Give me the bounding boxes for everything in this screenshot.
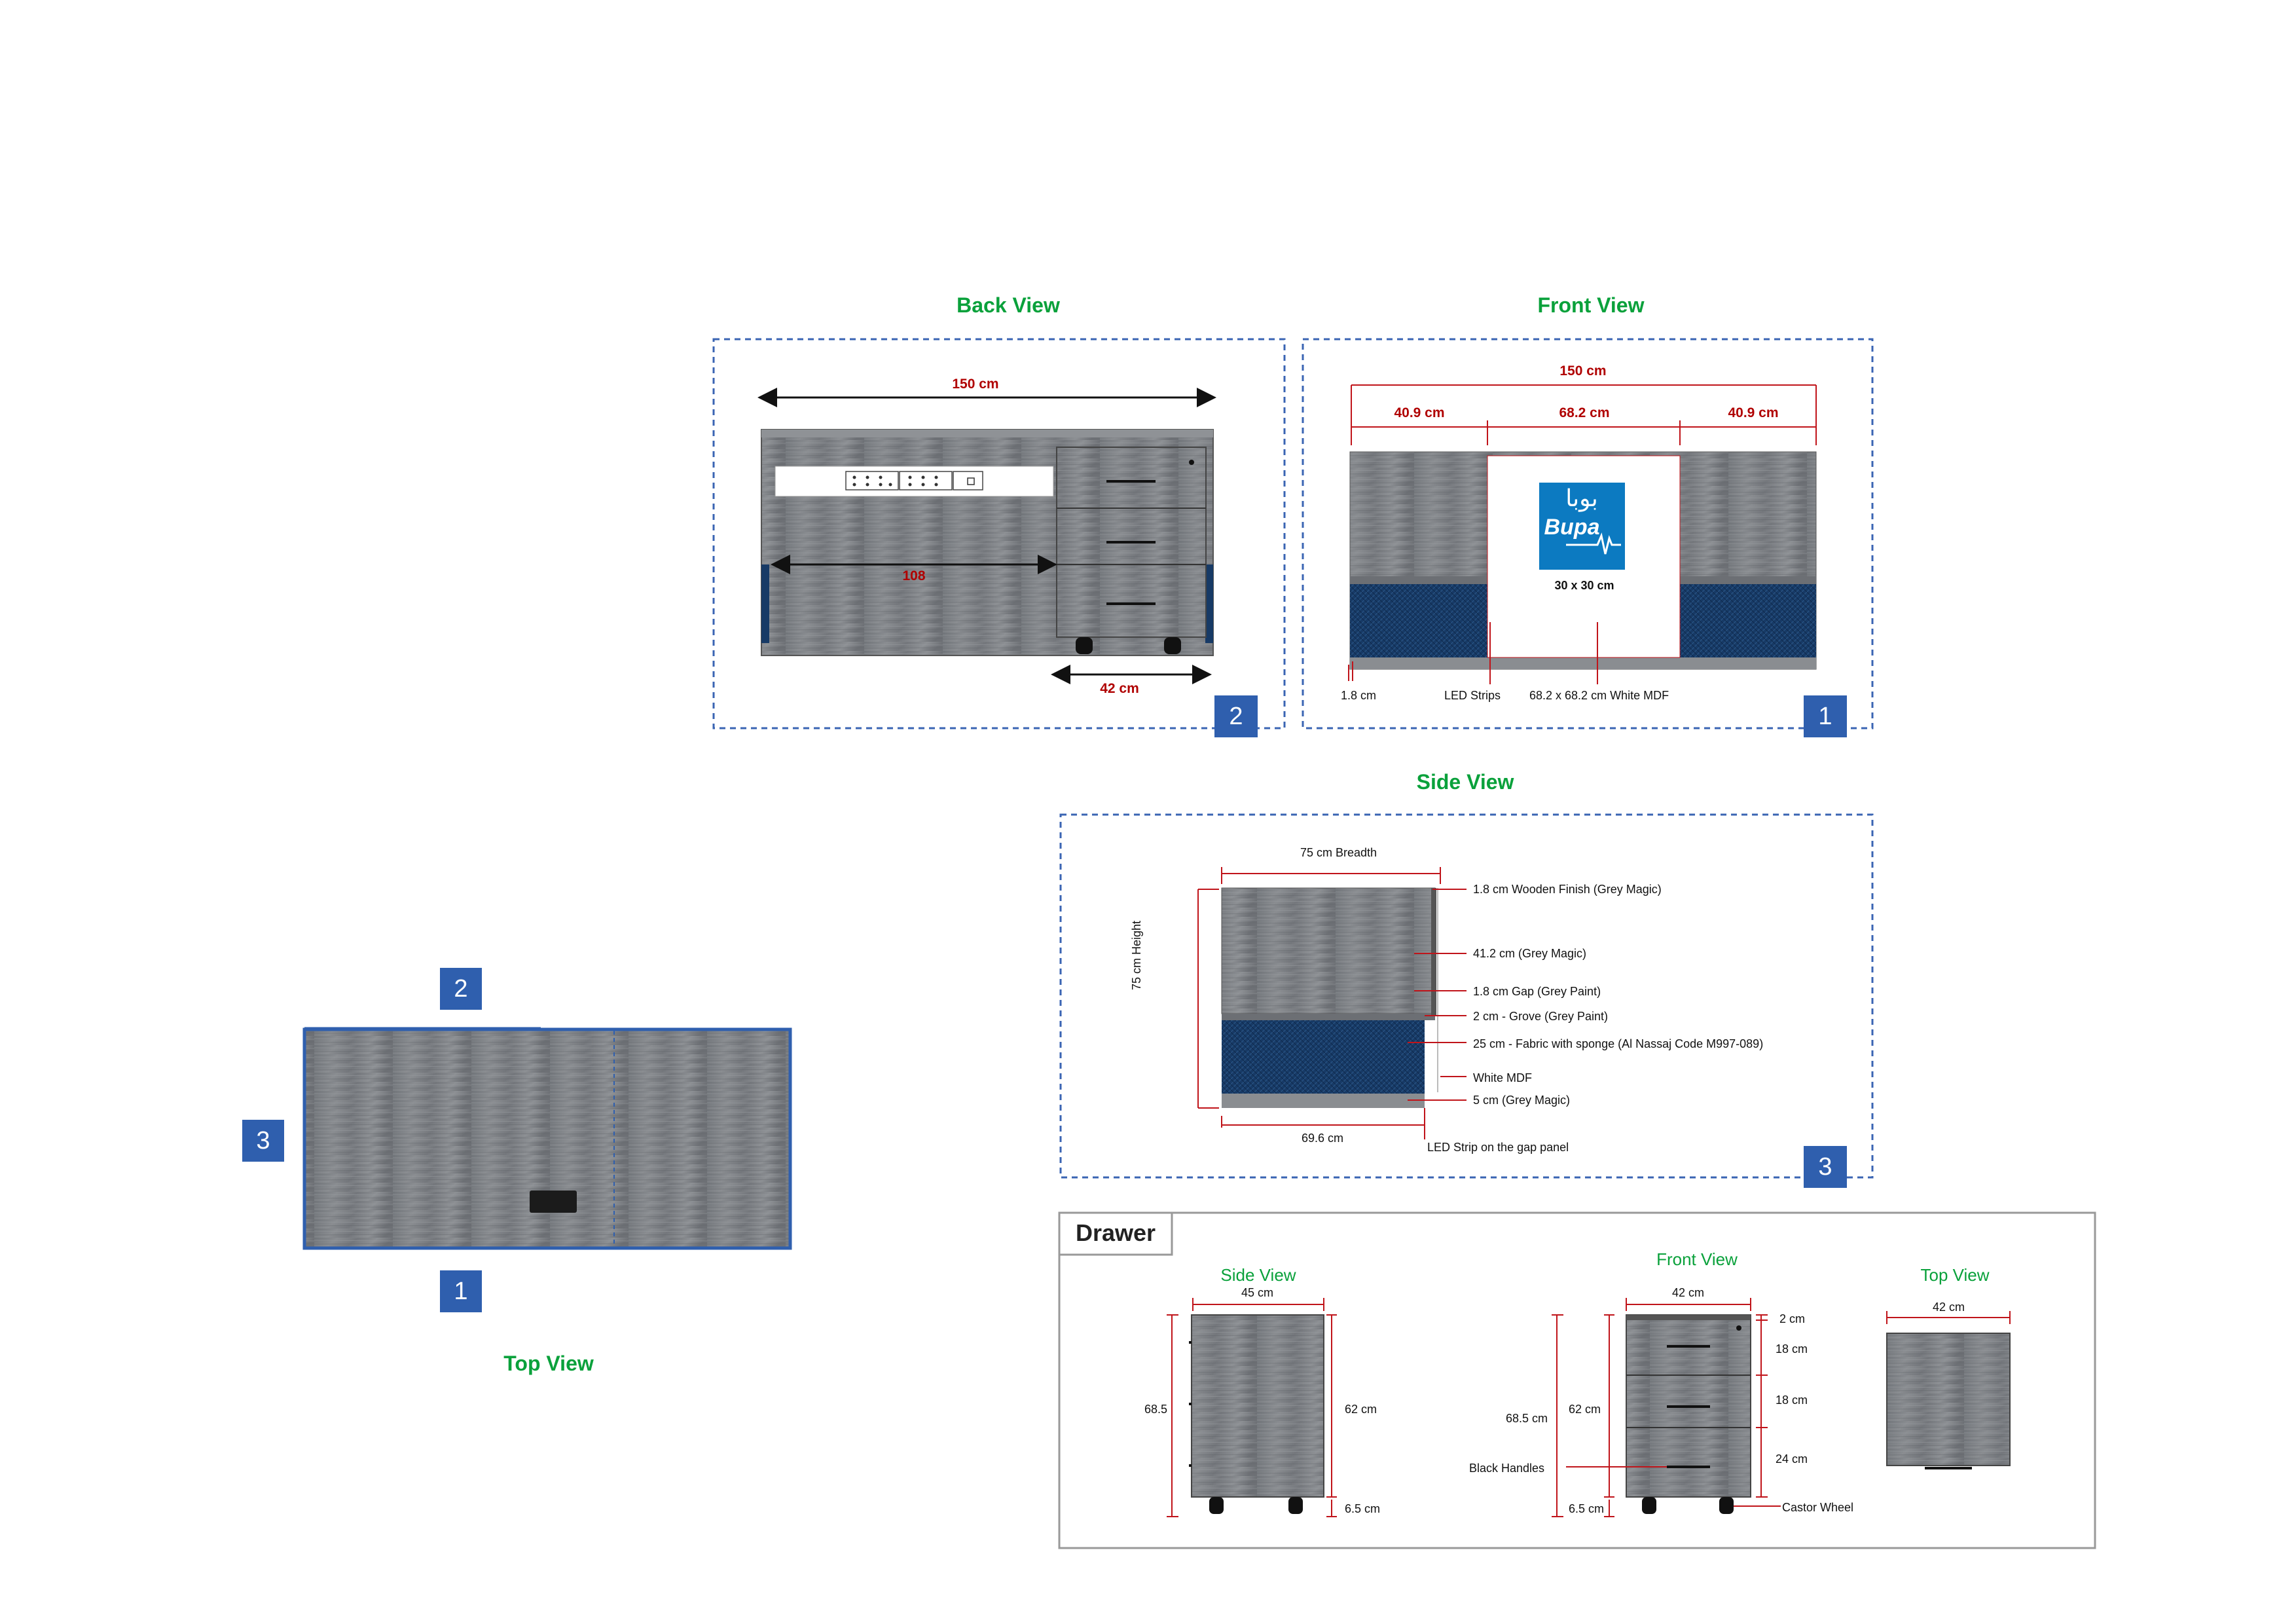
drawer-front-body: 62 cm bbox=[1569, 1403, 1601, 1416]
power-socket-panel bbox=[845, 471, 983, 490]
front-dim-center: 68.2 cm bbox=[1559, 405, 1610, 420]
side-callout-1: 1.8 cm Wooden Finish (Grey Magic) bbox=[1473, 883, 1662, 896]
side-led-note: LED Strip on the gap panel bbox=[1427, 1141, 1569, 1154]
side-dim-bottom: 69.6 cm bbox=[1302, 1132, 1344, 1145]
side-callout-2: 41.2 cm (Grey Magic) bbox=[1473, 947, 1587, 960]
back-dim-total: 150 cm bbox=[952, 377, 999, 392]
badge-side-view: 3 bbox=[1804, 1146, 1847, 1188]
drawer-side-overall: 68.5 bbox=[1144, 1403, 1168, 1416]
drawer-side-wheel: 6.5 cm bbox=[1345, 1502, 1381, 1515]
badge-front-view: 1 bbox=[1804, 695, 1847, 737]
back-view-drawing bbox=[757, 388, 1216, 684]
drawer-top-title: Top View bbox=[1920, 1265, 1990, 1285]
drawer-front-d1: 18 cm bbox=[1776, 1342, 1808, 1356]
top-view-drawing bbox=[302, 1027, 792, 1250]
drawer-side-width: 45 cm bbox=[1241, 1286, 1274, 1299]
side-view-frame bbox=[1059, 813, 1874, 1179]
front-mdf-label: 68.2 x 68.2 cm White MDF bbox=[1529, 689, 1669, 702]
drawer-castor-label: Castor Wheel bbox=[1782, 1501, 1854, 1514]
drawer-front-d2: 18 cm bbox=[1776, 1393, 1808, 1407]
back-view-frame bbox=[712, 338, 1286, 729]
side-view-drawing bbox=[1197, 867, 1467, 1139]
drawer-front-title: Front View bbox=[1656, 1249, 1738, 1269]
badge-back-view: 2 bbox=[1214, 695, 1258, 737]
side-callout-5: 25 cm - Fabric with sponge (Al Nassaj Co… bbox=[1473, 1037, 1764, 1050]
bupa-logo-text: Bupa bbox=[1544, 515, 1600, 540]
back-dim-left: 108 bbox=[902, 568, 926, 583]
logo-size-label: 30 x 30 cm bbox=[1554, 579, 1614, 592]
front-gap-label: 1.8 cm bbox=[1341, 689, 1377, 702]
side-callout-7: 5 cm (Grey Magic) bbox=[1473, 1094, 1571, 1107]
badge-left-edge: 3 bbox=[242, 1120, 284, 1162]
side-callout-6: White MDF bbox=[1473, 1071, 1532, 1084]
top-view-title: Top View bbox=[503, 1352, 594, 1375]
drawer-front-wheel: 6.5 cm bbox=[1569, 1502, 1605, 1515]
drawer-front-width: 42 cm bbox=[1672, 1286, 1705, 1299]
badge-top-edge: 2 bbox=[440, 968, 482, 1010]
side-callout-4: 2 cm - Grove (Grey Paint) bbox=[1473, 1010, 1609, 1023]
drawer-front-overall: 68.5 cm bbox=[1506, 1412, 1548, 1425]
back-view-title: Back View bbox=[957, 293, 1060, 317]
bupa-arabic-text: بوبا bbox=[1565, 485, 1598, 511]
drawer-side-body: 62 cm bbox=[1345, 1403, 1377, 1416]
drawer-top-width: 42 cm bbox=[1933, 1301, 1965, 1314]
badge-bottom-edge: 1 bbox=[440, 1270, 482, 1312]
front-dim-left: 40.9 cm bbox=[1394, 405, 1445, 420]
drawer-side-title: Side View bbox=[1220, 1265, 1296, 1285]
drawer-front-d3: 24 cm bbox=[1776, 1452, 1808, 1466]
side-callout-3: 1.8 cm Gap (Grey Paint) bbox=[1473, 985, 1601, 998]
cable-grommet bbox=[530, 1190, 577, 1213]
front-dim-total: 150 cm bbox=[1559, 363, 1607, 378]
drawer-front-top-gap: 2 cm bbox=[1779, 1312, 1806, 1325]
side-view-title: Side View bbox=[1416, 770, 1514, 794]
front-view-title: Front View bbox=[1537, 293, 1645, 317]
front-led-label: LED Strips bbox=[1444, 689, 1501, 702]
drawer-section bbox=[1058, 1211, 2096, 1549]
back-dim-drawer: 42 cm bbox=[1100, 681, 1139, 696]
bupa-logo bbox=[1539, 483, 1625, 570]
side-dim-breadth: 75 cm Breadth bbox=[1300, 846, 1377, 859]
front-dim-right: 40.9 cm bbox=[1728, 405, 1779, 420]
drawer-handles-label: Black Handles bbox=[1469, 1462, 1545, 1475]
side-dim-height: 75 cm Height bbox=[1130, 920, 1143, 990]
front-view-drawing bbox=[1348, 384, 1817, 684]
front-view-frame bbox=[1302, 338, 1874, 729]
drawer-section-title: Drawer bbox=[1075, 1219, 1156, 1246]
